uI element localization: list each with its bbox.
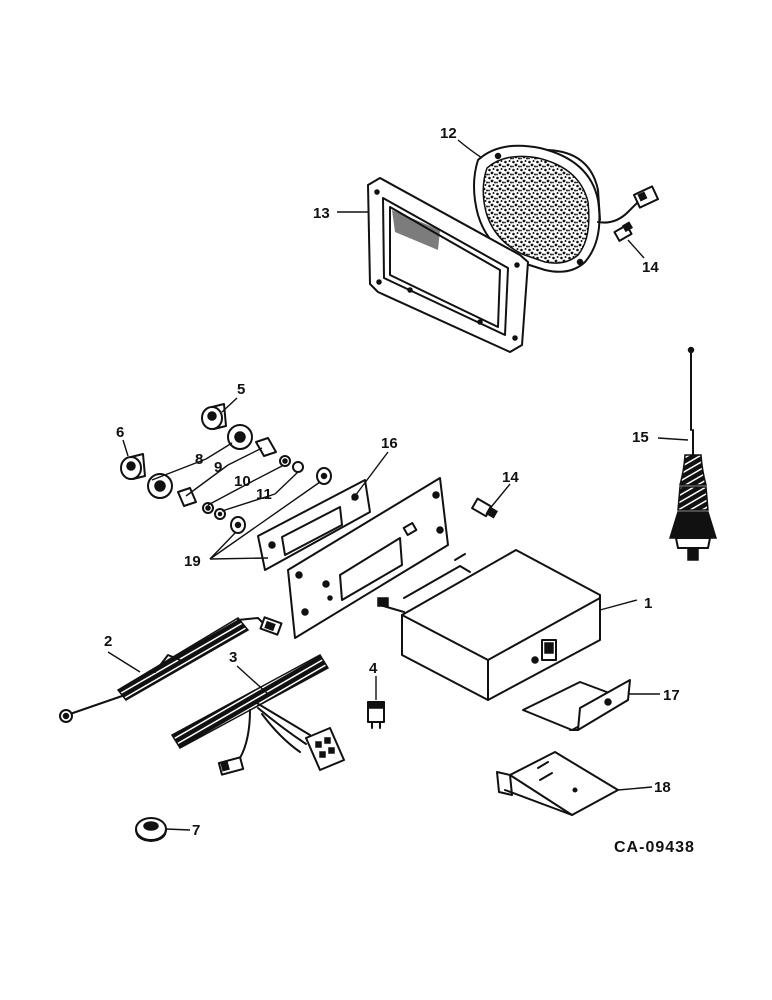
harness-cable [59,616,283,723]
bracket-18 [496,751,619,816]
mounting-plate [287,477,449,639]
speaker [473,144,660,273]
speaker-bezel [367,177,529,353]
callout-16: 16 [381,435,398,452]
fastener-upper [613,221,633,242]
power-harness [170,654,345,776]
callout-14-upper: 14 [642,259,659,276]
callout-2: 2 [104,633,112,650]
callout-19: 19 [184,553,201,570]
callout-10: 10 [234,473,251,490]
fastener-lower [471,497,498,519]
grommet [135,817,167,842]
callout-8: 8 [195,451,203,468]
callout-18: 18 [654,779,671,796]
callout-9: 9 [214,459,222,476]
radio-unit [377,549,601,701]
bracket-17 [522,679,631,731]
drawing-code: CA-09438 [614,839,695,856]
callout-12: 12 [440,125,457,142]
callout-3: 3 [229,649,237,666]
callout-17: 17 [663,687,680,704]
callout-6: 6 [116,424,124,441]
callout-15: 15 [632,429,649,446]
callout-4: 4 [369,660,378,677]
callout-7: 7 [192,822,200,839]
callout-14-lower: 14 [502,469,519,486]
callout-labels: 1 2 3 4 5 6 7 8 9 10 11 12 13 14 14 15 1… [104,125,680,839]
fuse [367,701,385,729]
callout-1: 1 [644,595,652,612]
antenna [668,346,718,561]
callout-13: 13 [313,205,330,222]
callout-11: 11 [256,486,272,503]
leader-lines [107,139,689,831]
callout-5: 5 [237,381,245,398]
